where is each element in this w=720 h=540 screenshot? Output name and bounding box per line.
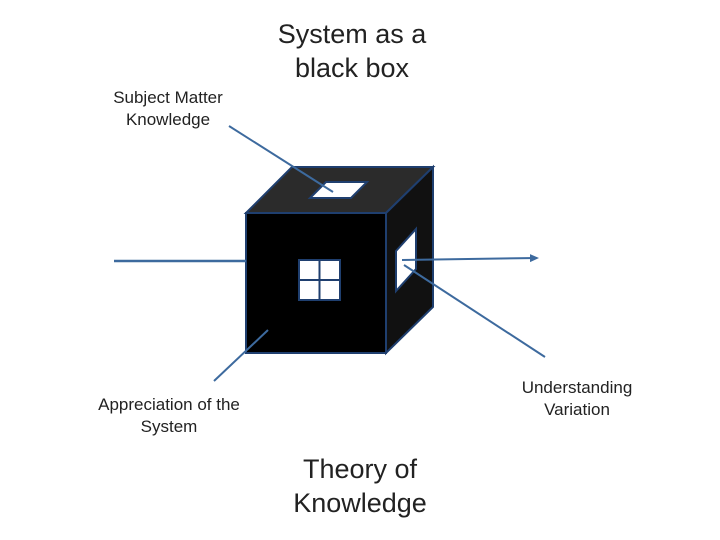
subject-matter-label: Subject Matter Knowledge: [113, 88, 223, 130]
subject-matter-pointer-line: [228, 125, 334, 193]
theory-label: Theory of Knowledge: [293, 454, 427, 518]
system-black-box-label: System as a black box: [277, 19, 427, 83]
right-horizontal-arrow: [401, 254, 539, 263]
variation-label: Understanding Variation: [521, 378, 633, 420]
appreciation-pointer-line: [213, 329, 269, 382]
appreciation-label: Appreciation of the System: [98, 395, 240, 437]
variation-pointer-line: [403, 264, 546, 358]
